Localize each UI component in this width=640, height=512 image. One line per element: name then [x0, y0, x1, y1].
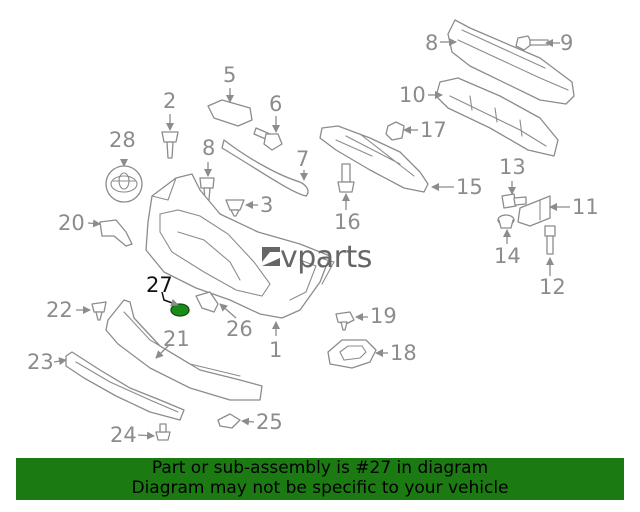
- callout-14: 14: [494, 244, 521, 268]
- part-22-clip: [91, 301, 107, 321]
- callout-16: 16: [334, 210, 361, 234]
- part-15-lower-absorber: [319, 125, 429, 193]
- info-banner: Part or sub-assembly is #27 in diagram D…: [16, 458, 624, 500]
- callout-8: 8: [425, 31, 438, 55]
- watermark: vparts: [262, 240, 372, 275]
- part-18-bezel: [327, 339, 377, 369]
- part-19-clip: [335, 311, 355, 331]
- part-23-spoiler: [65, 351, 185, 421]
- part-26-bracket: [195, 291, 219, 313]
- callout-18: 18: [390, 341, 417, 365]
- banner-line-1: Part or sub-assembly is #27 in diagram: [151, 458, 489, 478]
- callout-7: 7: [296, 147, 309, 171]
- part-13-bolt: [501, 193, 527, 209]
- part-27-highlight: [170, 303, 190, 317]
- callout-12: 12: [539, 275, 566, 299]
- callout-22: 22: [46, 298, 73, 322]
- part-16-bolt: [337, 163, 355, 193]
- part-5-bracket: [207, 99, 253, 127]
- callout-17: 17: [420, 118, 447, 142]
- callout-5: 5: [223, 63, 236, 87]
- callout-19: 19: [370, 304, 397, 328]
- callout-15: 15: [456, 175, 483, 199]
- part-2-screw: [161, 131, 179, 159]
- part-3-clip: [225, 199, 245, 217]
- callout-3: 3: [260, 193, 273, 217]
- part-1-bumper-cover: [145, 173, 335, 319]
- callout-23: 23: [27, 350, 54, 374]
- callout-9: 9: [560, 31, 573, 55]
- banner-line-2: Diagram may not be specific to your vehi…: [131, 478, 509, 498]
- part-25-clip: [217, 413, 241, 429]
- part-28-emblem: [105, 165, 143, 203]
- callout-13: 13: [499, 155, 526, 179]
- callout-11: 11: [572, 195, 599, 219]
- part-9-bolt: [515, 35, 549, 51]
- callout-4: 8: [202, 136, 215, 160]
- part-12-bolt: [544, 225, 556, 255]
- callout-6: 6: [269, 92, 282, 116]
- part-20-bracket: [99, 219, 133, 247]
- part-7-molding: [221, 139, 309, 197]
- callout-1: 1: [269, 338, 282, 362]
- part-21-lower-molding: [105, 299, 263, 401]
- leader-lines: [53, 38, 570, 440]
- callout-26: 26: [226, 317, 253, 341]
- part-6-bolt: [253, 127, 283, 151]
- callout-27-highlight: 27: [146, 273, 173, 297]
- callout-numbers: 8 9 10 11 12 13 14 15 16 17 5 2 6 7 8 3 …: [27, 31, 599, 447]
- parts-diagram: 8 9 10 11 12 13 14 15 16 17 5 2 6 7 8 3 …: [27, 19, 599, 447]
- callout-20: 20: [58, 211, 85, 235]
- callout-21: 21: [163, 327, 190, 351]
- part-10-absorber: [435, 77, 559, 157]
- part-14-nut: [497, 214, 515, 229]
- watermark-text: vparts: [280, 240, 372, 275]
- callout-28: 28: [109, 128, 136, 152]
- part-17-clip: [385, 121, 405, 141]
- part-11-bracket: [517, 195, 551, 227]
- callout-25: 25: [256, 410, 283, 434]
- part-24-clip: [155, 423, 171, 441]
- callout-2: 2: [163, 89, 176, 113]
- callout-24: 24: [110, 423, 137, 447]
- callout-10: 10: [399, 83, 426, 107]
